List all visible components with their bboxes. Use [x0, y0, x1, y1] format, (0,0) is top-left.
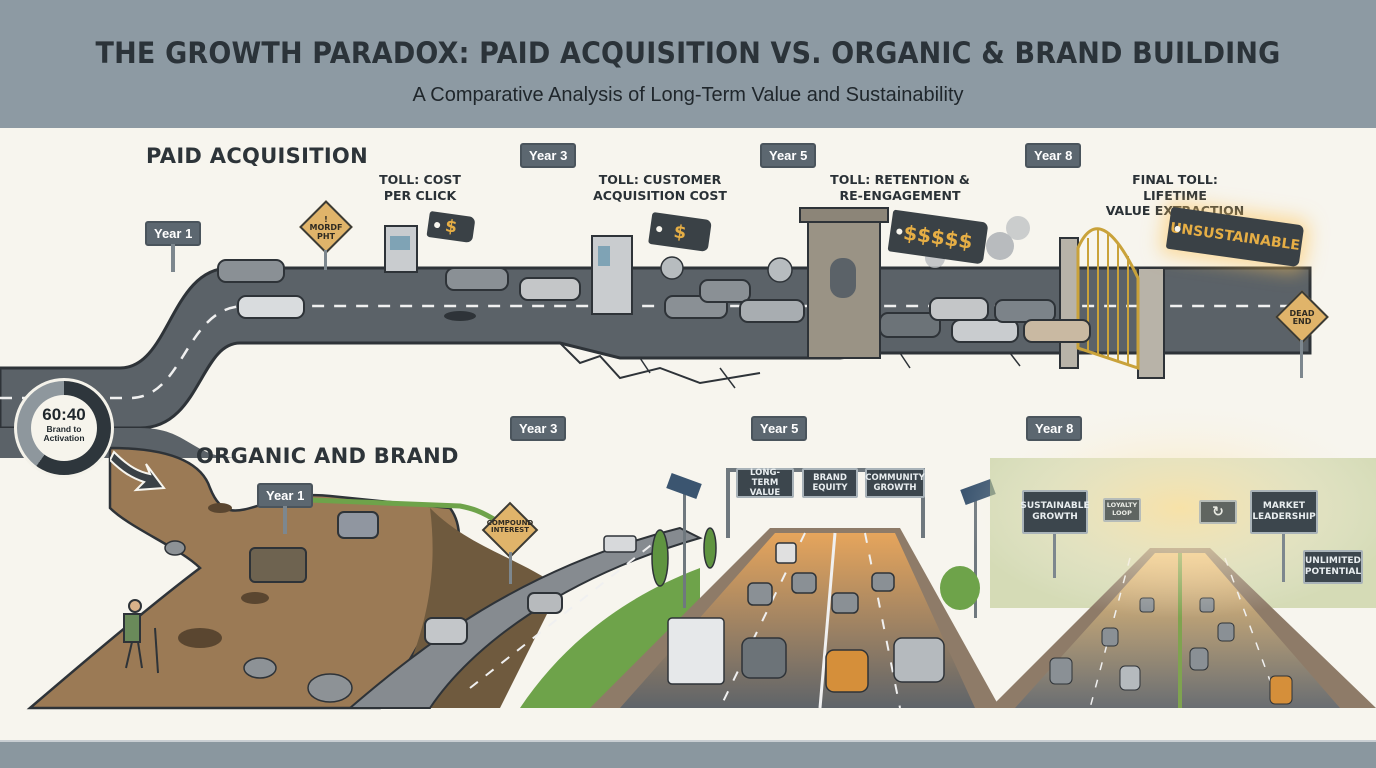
footer-bar: [0, 740, 1376, 768]
paid-year-5-sign: Year 5: [760, 143, 817, 168]
billboard-post: [1282, 534, 1285, 582]
gantry-line-1: COMMUNITY: [865, 472, 925, 483]
toll-line-1: TOLL: RETENTION &: [830, 172, 970, 187]
toll-line-2: RE-ENGAGEMENT: [839, 187, 961, 203]
billboard-line-1: MARKET: [1262, 501, 1306, 512]
paid-road: [0, 207, 1312, 430]
toll-label-cpc: TOLL: COST PER CLICK: [370, 172, 470, 203]
gantry-line-1: LONG-TERM: [750, 467, 780, 488]
toll-line-1: TOLL: CUSTOMER: [598, 172, 722, 187]
organic-brand-label: ORGANIC AND BRAND: [196, 444, 459, 468]
paid-acquisition-label: PAID ACQUISITION: [146, 144, 368, 168]
gantry-line-2: GROWTH: [873, 483, 917, 493]
toll-line-2: ACQUISITION COST: [593, 187, 727, 203]
organic-year-1-sign: Year 1: [257, 483, 314, 534]
ratio-caption-line2: Activation: [43, 433, 85, 444]
ratio-value: 60:40: [42, 405, 86, 424]
header: THE GROWTH PARADOX: PAID ACQUISITION VS.…: [0, 0, 1376, 128]
compound-interest-sign-text: COMPOUND INTEREST: [486, 519, 534, 535]
toll-line-1: TOLL: COST: [379, 172, 461, 187]
infographic-canvas: PAID ACQUISITION ORGANIC AND BRAND 60:40…: [0, 128, 1376, 740]
billboard-line-1: SUSTAINABLE: [1020, 501, 1090, 512]
gantry-line-2: EQUITY: [812, 483, 848, 493]
gantry-line-2: VALUE: [749, 488, 781, 499]
toll-line-1: FINAL TOLL: LIFETIME: [1132, 172, 1218, 203]
billboard-post: [1053, 534, 1056, 578]
billboard-line-2: POTENTIAL: [1304, 567, 1362, 577]
organic-year-5-sign: Year 5: [751, 416, 808, 441]
toll-line-2: PER CLICK: [383, 187, 457, 203]
compound-sign-post: [509, 552, 512, 584]
organic-superhighway: [590, 468, 1000, 709]
billboard-line-2: LEADERSHIP: [1252, 512, 1316, 522]
page-title: THE GROWTH PARADOX: PAID ACQUISITION VS.…: [95, 36, 1281, 70]
ratio-caption-line1: Brand to: [46, 424, 82, 434]
warning-sign-text: ! MORDF PHT: [309, 215, 343, 241]
billboard-line-1: LOYALTY: [1106, 501, 1138, 510]
road-scene-illustration: [0, 207, 1376, 710]
billboard-line-1: UNLIMITED: [1305, 556, 1361, 567]
billboard-cycle-icon: ↻: [1199, 500, 1237, 524]
direction-arrow-icon: [110, 450, 166, 492]
dead-end-sign-post: [1300, 340, 1303, 378]
paid-year-1-sign: Year 1: [145, 221, 202, 272]
toll-label-cac: TOLL: CUSTOMER ACQUISITION COST: [590, 172, 730, 203]
organic-year-8-sign: Year 8: [1026, 416, 1083, 441]
paid-year-8-sign: Year 8: [1025, 143, 1082, 168]
gantry-line-1: BRAND: [813, 472, 847, 483]
brand-activation-ratio-dial: 60:40 Brand to Activation: [14, 378, 114, 478]
warning-sign-post: [324, 250, 327, 270]
paid-year-3-sign: Year 3: [520, 143, 577, 168]
ratio-dial-center: 60:40 Brand to Activation: [31, 395, 97, 461]
organic-year-3-sign: Year 3: [510, 416, 567, 441]
toll-label-retention: TOLL: RETENTION & RE-ENGAGEMENT: [830, 172, 970, 203]
billboard-line-2: LOOP: [1112, 509, 1132, 517]
billboard-line-2: GROWTH: [1032, 512, 1078, 522]
page-subtitle: A Comparative Analysis of Long-Term Valu…: [412, 84, 964, 106]
dead-end-sign-text: DEAD END: [1289, 309, 1315, 327]
